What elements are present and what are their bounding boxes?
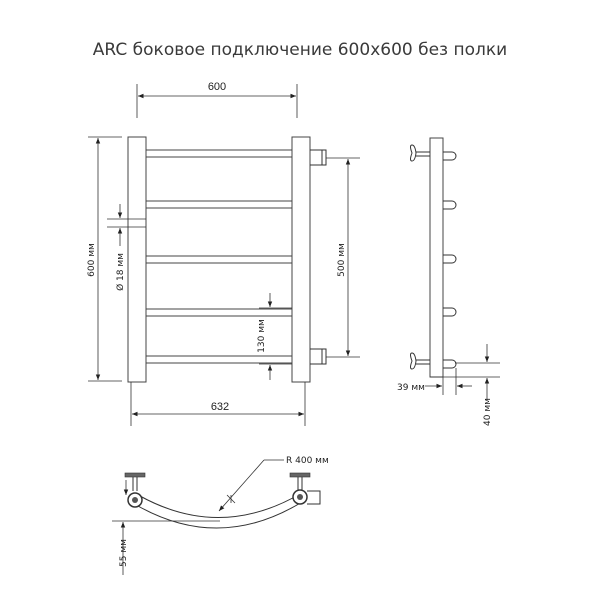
side-connectors [310,149,327,365]
overall-width-label: 632 [211,401,229,413]
depth-label: 55 мм [119,539,129,567]
wall-offset-label: 39 мм [397,383,425,393]
left-post [127,136,147,383]
wall-mount-top [410,144,430,162]
bottom-offset-label: 40 мм [483,398,493,426]
connection-distance-label: 500 мм [337,243,347,277]
front-view: 600 600 мм Ø 18 мм 130 мм 500 мм 632 [87,81,360,426]
side-view: 40 мм 39 мм [397,137,500,426]
top-view: R 400 мм 55 мм [112,456,329,575]
right-post [291,136,311,383]
diameter-label: Ø 18 мм [115,253,126,291]
radius-label: R 400 мм [286,456,329,466]
height-600-label: 600 мм [87,243,97,277]
bar-spacing-label: 130 мм [257,319,267,353]
bar-stubs [443,151,457,369]
width-600-label: 600 [208,81,226,93]
bars [145,149,293,364]
wall-mount-bottom [410,352,430,370]
side-post [429,137,444,378]
drawing-title: ARC боковое подключение 600x600 без полк… [92,40,508,60]
